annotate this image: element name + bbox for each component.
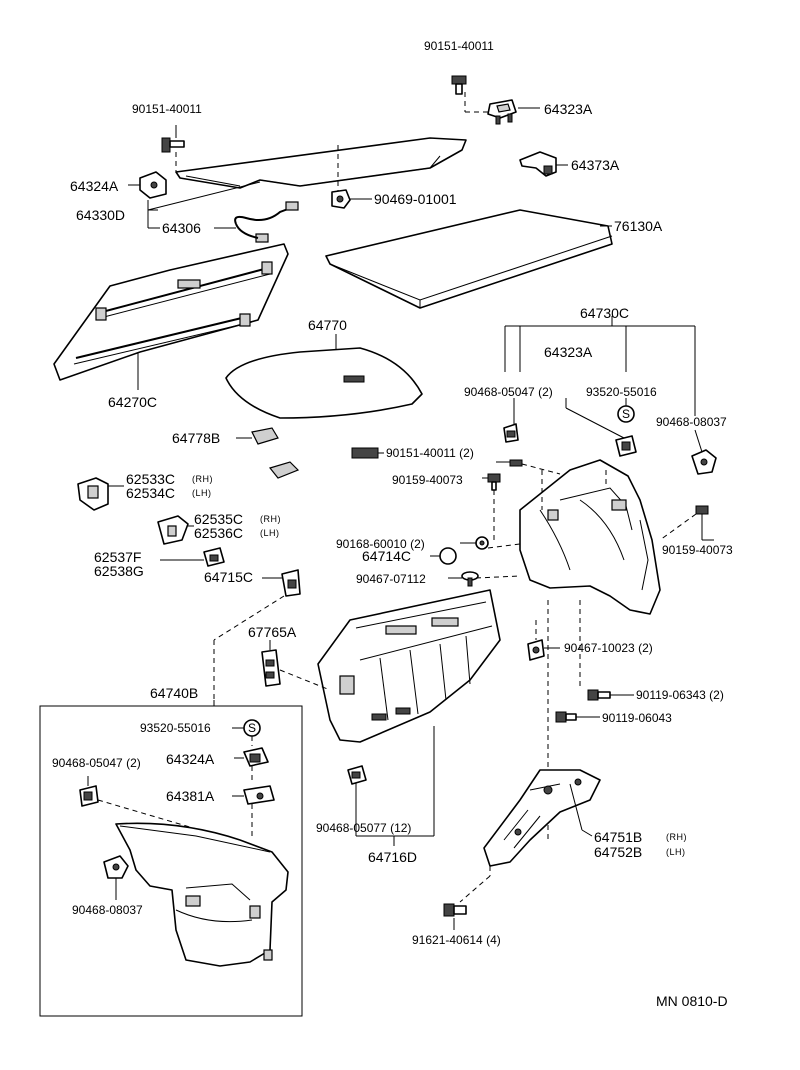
rear-panel-trim-64716D (317, 589, 501, 743)
label-64715C: 64715C (204, 569, 253, 585)
clip-90468-05047-right (503, 423, 519, 443)
package-tray-trim (175, 137, 467, 189)
label-90151-40011-top: 90151-40011 (424, 39, 494, 53)
plug-64714C (439, 547, 457, 565)
label-62537F: 62537F (94, 549, 141, 565)
washer-symbol: S (622, 407, 630, 421)
bracket-62533C (77, 477, 109, 511)
bracket-67765A (261, 649, 281, 687)
floor-mat-64770 (225, 347, 423, 419)
pad-64778B (251, 427, 279, 445)
label-76130A: 76130A (614, 218, 663, 234)
label-64306: 64306 (162, 220, 201, 236)
trunk-lid-trim-64270C (53, 243, 289, 381)
pad-64778B-b (268, 461, 300, 479)
label-64323A-mid: 64323A (544, 344, 593, 360)
cable-64306 (234, 201, 299, 243)
label-90119-06043: 90119-06043 (602, 711, 672, 725)
bolt-91621-40614 (443, 903, 467, 917)
label-64330D: 64330D (76, 207, 125, 223)
label-side-rh-2: (RH) (260, 514, 281, 524)
label-64373A: 64373A (571, 157, 620, 173)
label-90468-05047-box: 90468-05047 (2) (52, 756, 141, 770)
label-64324A-box: 64324A (166, 751, 215, 767)
wheelhouse-trim-rh (519, 459, 661, 615)
bracket-64751B (483, 769, 601, 867)
label-64381A: 64381A (166, 788, 215, 804)
washer-93520-55016-right: S (617, 405, 635, 423)
clip-64324A-box (243, 747, 269, 767)
label-64770: 64770 (308, 317, 347, 333)
screw-90159-40073-right (695, 505, 709, 515)
clip-64715C (281, 569, 301, 597)
clip-90468-05077 (347, 765, 367, 785)
clip-64381A (243, 785, 275, 805)
pad-90151-40011 (351, 447, 379, 459)
wheelhouse-trim-lh (115, 822, 289, 967)
clip-90468-08037-right (691, 449, 717, 475)
diagram-code: MN 0810-D (656, 993, 728, 1009)
label-64270C: 64270C (108, 394, 157, 410)
label-side-rh-3: (RH) (666, 832, 687, 842)
hook-64373A (519, 151, 557, 177)
bracket-62535C (157, 515, 189, 545)
label-62538G: 62538G (94, 563, 144, 579)
label-90467-07112: 90467-07112 (356, 572, 426, 586)
label-64716D: 64716D (368, 849, 417, 865)
bolt-90119-06343 (587, 689, 611, 701)
screw-90151-40011-2 (509, 459, 523, 467)
parcel-shelf-76130A (325, 209, 613, 309)
label-side-lh-2: (LH) (260, 528, 280, 538)
clip-64323A-mid (615, 435, 637, 457)
label-90467-10023: 90467-10023 (2) (564, 641, 653, 655)
nut-90469-01001 (331, 189, 351, 209)
clip-62537F (203, 547, 225, 567)
label-90168-60010: 90168-60010 (2) (336, 537, 425, 551)
bolt-90151-40011-top (451, 75, 467, 95)
washer-symbol-box: S (248, 721, 256, 735)
label-90468-08037-box: 90468-08037 (72, 903, 143, 917)
label-64740B: 64740B (150, 685, 198, 701)
label-90159-40073-right: 90159-40073 (662, 543, 733, 557)
clip-90468-05047-box (79, 785, 99, 807)
label-93520-55016-right: 93520-55016 (586, 385, 657, 399)
clip-90168-60010 (475, 536, 489, 550)
label-90159-40073-mid: 90159-40073 (392, 473, 463, 487)
label-62535C: 62535C (194, 511, 243, 527)
label-90151-40011-left: 90151-40011 (132, 102, 202, 116)
label-64751B: 64751B (594, 829, 642, 845)
label-90468-05077: 90468-05077 (12) (316, 821, 411, 835)
clip-90467-07112 (461, 571, 479, 587)
label-90469-01001: 90469-01001 (374, 191, 457, 207)
label-64730C: 64730C (580, 305, 629, 321)
bolt-90119-06043 (555, 711, 577, 723)
label-64778B: 64778B (172, 430, 220, 446)
bolt-90151-40011-left (161, 137, 185, 153)
label-62534C: 62534C (126, 485, 175, 501)
label-side-rh-1: (RH) (192, 474, 213, 484)
label-90151-40011-2: 90151-40011 (2) (386, 446, 474, 460)
inset-box-64740B (39, 705, 303, 1017)
label-64714C: 64714C (362, 548, 411, 564)
washer-93520-55016-box: S (243, 719, 261, 737)
label-64323A-top: 64323A (544, 101, 593, 117)
label-90119-06343: 90119-06343 (2) (636, 688, 724, 702)
label-93520-55016-box: 93520-55016 (140, 721, 211, 735)
label-side-lh-1: (LH) (192, 488, 212, 498)
label-62536C: 62536C (194, 525, 243, 541)
screw-90159-40073-mid (487, 473, 501, 491)
clip-90468-08037-box (103, 855, 129, 879)
label-64752B: 64752B (594, 844, 642, 860)
label-90468-05047-right: 90468-05047 (2) (464, 385, 553, 399)
label-side-lh-3: (LH) (666, 847, 686, 857)
label-90468-08037-right: 90468-08037 (656, 415, 727, 429)
label-67765A: 67765A (248, 624, 297, 640)
clip-90467-10023 (527, 639, 545, 661)
clip-64324A-top (139, 171, 167, 199)
label-91621-40614: 91621-40614 (4) (412, 933, 501, 947)
label-62533C: 62533C (126, 471, 175, 487)
clip-64323A-top (487, 99, 517, 125)
label-64324A-top: 64324A (70, 178, 119, 194)
